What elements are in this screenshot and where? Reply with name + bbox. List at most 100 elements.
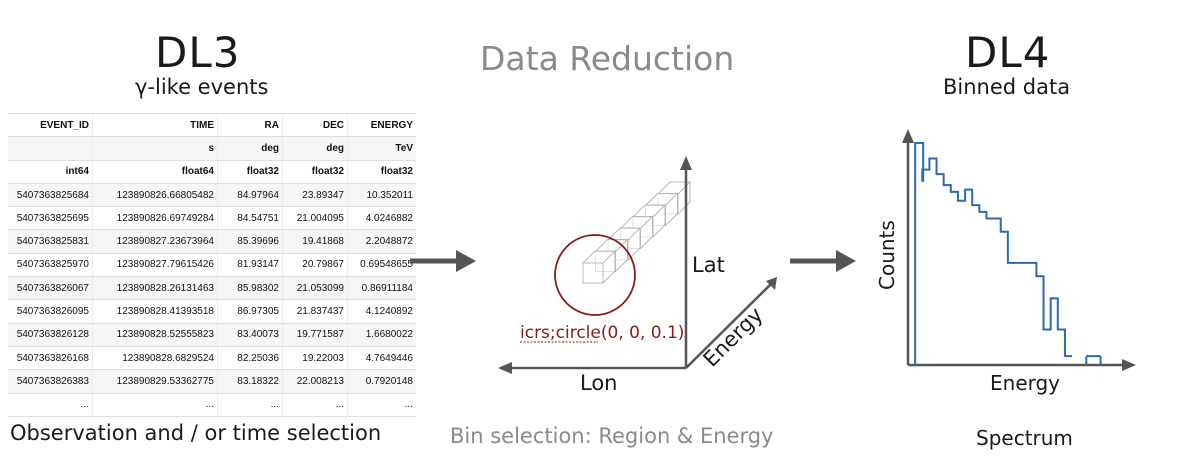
table-cell: 5407363826383 [8,369,93,394]
table-cell: 84.97964 [217,183,283,208]
table-cell: float64 [92,160,218,184]
cube-row [582,180,692,284]
table-cell: 19.771587 [282,323,348,347]
spectrum-ylabel: Counts [875,220,899,290]
table-cell: ... [282,393,348,417]
table-cell: 2.2048872 [347,229,416,254]
table-cell: 1.6680022 [347,323,416,347]
table-cell [8,136,93,161]
table-cell: TeV [347,136,416,161]
table-cell: 123890827.23673964 [92,229,218,254]
lon-axis-arrowhead [498,362,512,374]
table-cell: 0.86911184 [347,276,416,301]
table-cell: int64 [8,160,93,184]
table-cell: 81.93147 [217,253,283,278]
table-cell: 83.40073 [217,323,283,347]
table-cell: 123890828.41393518 [92,299,218,324]
table-cell: 82.25036 [217,346,283,371]
table-cell: 123890829.53362775 [92,369,218,394]
table-cell: ... [8,393,93,417]
table-cell: 5407363825684 [8,183,93,208]
table-cell: RA [217,112,283,138]
table-cell: 123890827.79615426 [92,253,218,278]
table-cell: ... [347,393,416,417]
table-cell: deg [217,136,283,161]
table-cell: 4.0246882 [347,206,416,231]
table-cell: 22.008213 [282,369,348,394]
table-cell: float32 [282,160,348,184]
table-cell: DEC [282,112,348,138]
lon-axis-label: Lon [580,371,618,395]
lat-axis-label: Lat [692,253,725,277]
reduction-diagram: Lat Lon Energy icrs;circle(0, 0, 0.1) [498,156,777,395]
table-cell: 21.004095 [282,206,348,231]
table-cell: 4.1240892 [347,299,416,324]
spectrum-chart: Energy Counts [875,129,1136,395]
reduction-caption: Bin selection: Region & Energy [450,424,774,448]
table-cell: 5407363825831 [8,229,93,254]
table-cell: 85.39696 [217,229,283,254]
table-cell: 123890826.69749284 [92,206,218,231]
table-cell: 21.053099 [282,276,348,301]
table-cell: 5407363825695 [8,206,93,231]
spectrum-y-arrowhead [902,129,914,143]
region-label: icrs;circle(0, 0, 0.1) [520,323,684,343]
dl3-caption: Observation and / or time selection [10,421,382,445]
table-cell: 5407363826128 [8,323,93,347]
table-cell: 5407363826067 [8,276,93,301]
table-cell: 84.54751 [217,206,283,231]
spectrum-x-arrowhead [1122,359,1136,371]
table-cell: 123890826.66805482 [92,183,218,208]
table-cell: 0.69548655 [347,253,416,278]
table-cell: float32 [217,160,283,184]
dl4-caption: Spectrum [976,426,1073,450]
table-cell: 20.79867 [282,253,348,278]
reduction-title: Data Reduction [480,39,735,78]
spectrum-xlabel: Energy [990,371,1060,395]
energy-bin-cube [582,249,617,284]
spectrum-step-line [914,142,1101,365]
table-cell: 0.7920148 [347,369,416,394]
table-cell: 123890828.26131463 [92,276,218,301]
table-cell: 123890828.6829524 [92,346,218,371]
table-cell: 5407363825970 [8,253,93,278]
table-cell: ... [92,393,218,417]
table-cell: 123890828.52555823 [92,323,218,347]
region-circle [554,234,636,316]
table-cell: 19.41868 [282,229,348,254]
table-cell: TIME [92,112,218,138]
table-cell: 23.89347 [282,183,348,208]
table-cell: s [92,136,218,161]
energy-axis [685,282,773,369]
table-cell: deg [282,136,348,161]
lat-axis-arrowhead [680,156,692,170]
dl3-subtitle: γ-like events [135,75,269,99]
dl3-title: DL3 [155,28,241,77]
table-cell: float32 [347,160,416,184]
energy-axis-arrowhead [766,277,777,290]
table-cell: 4.7649446 [347,346,416,371]
energy-axis-label: Energy [699,303,768,372]
table-cell: 85.98302 [217,276,283,301]
table-cell: 5407363826168 [8,346,93,371]
table-cell: EVENT_ID [8,112,93,138]
dl4-title: DL4 [965,28,1051,77]
arrow-reduction-to-dl4 [790,250,856,272]
table-cell: 21.837437 [282,299,348,324]
table-cell: 19.22003 [282,346,348,371]
table-cell: 5407363826095 [8,299,93,324]
